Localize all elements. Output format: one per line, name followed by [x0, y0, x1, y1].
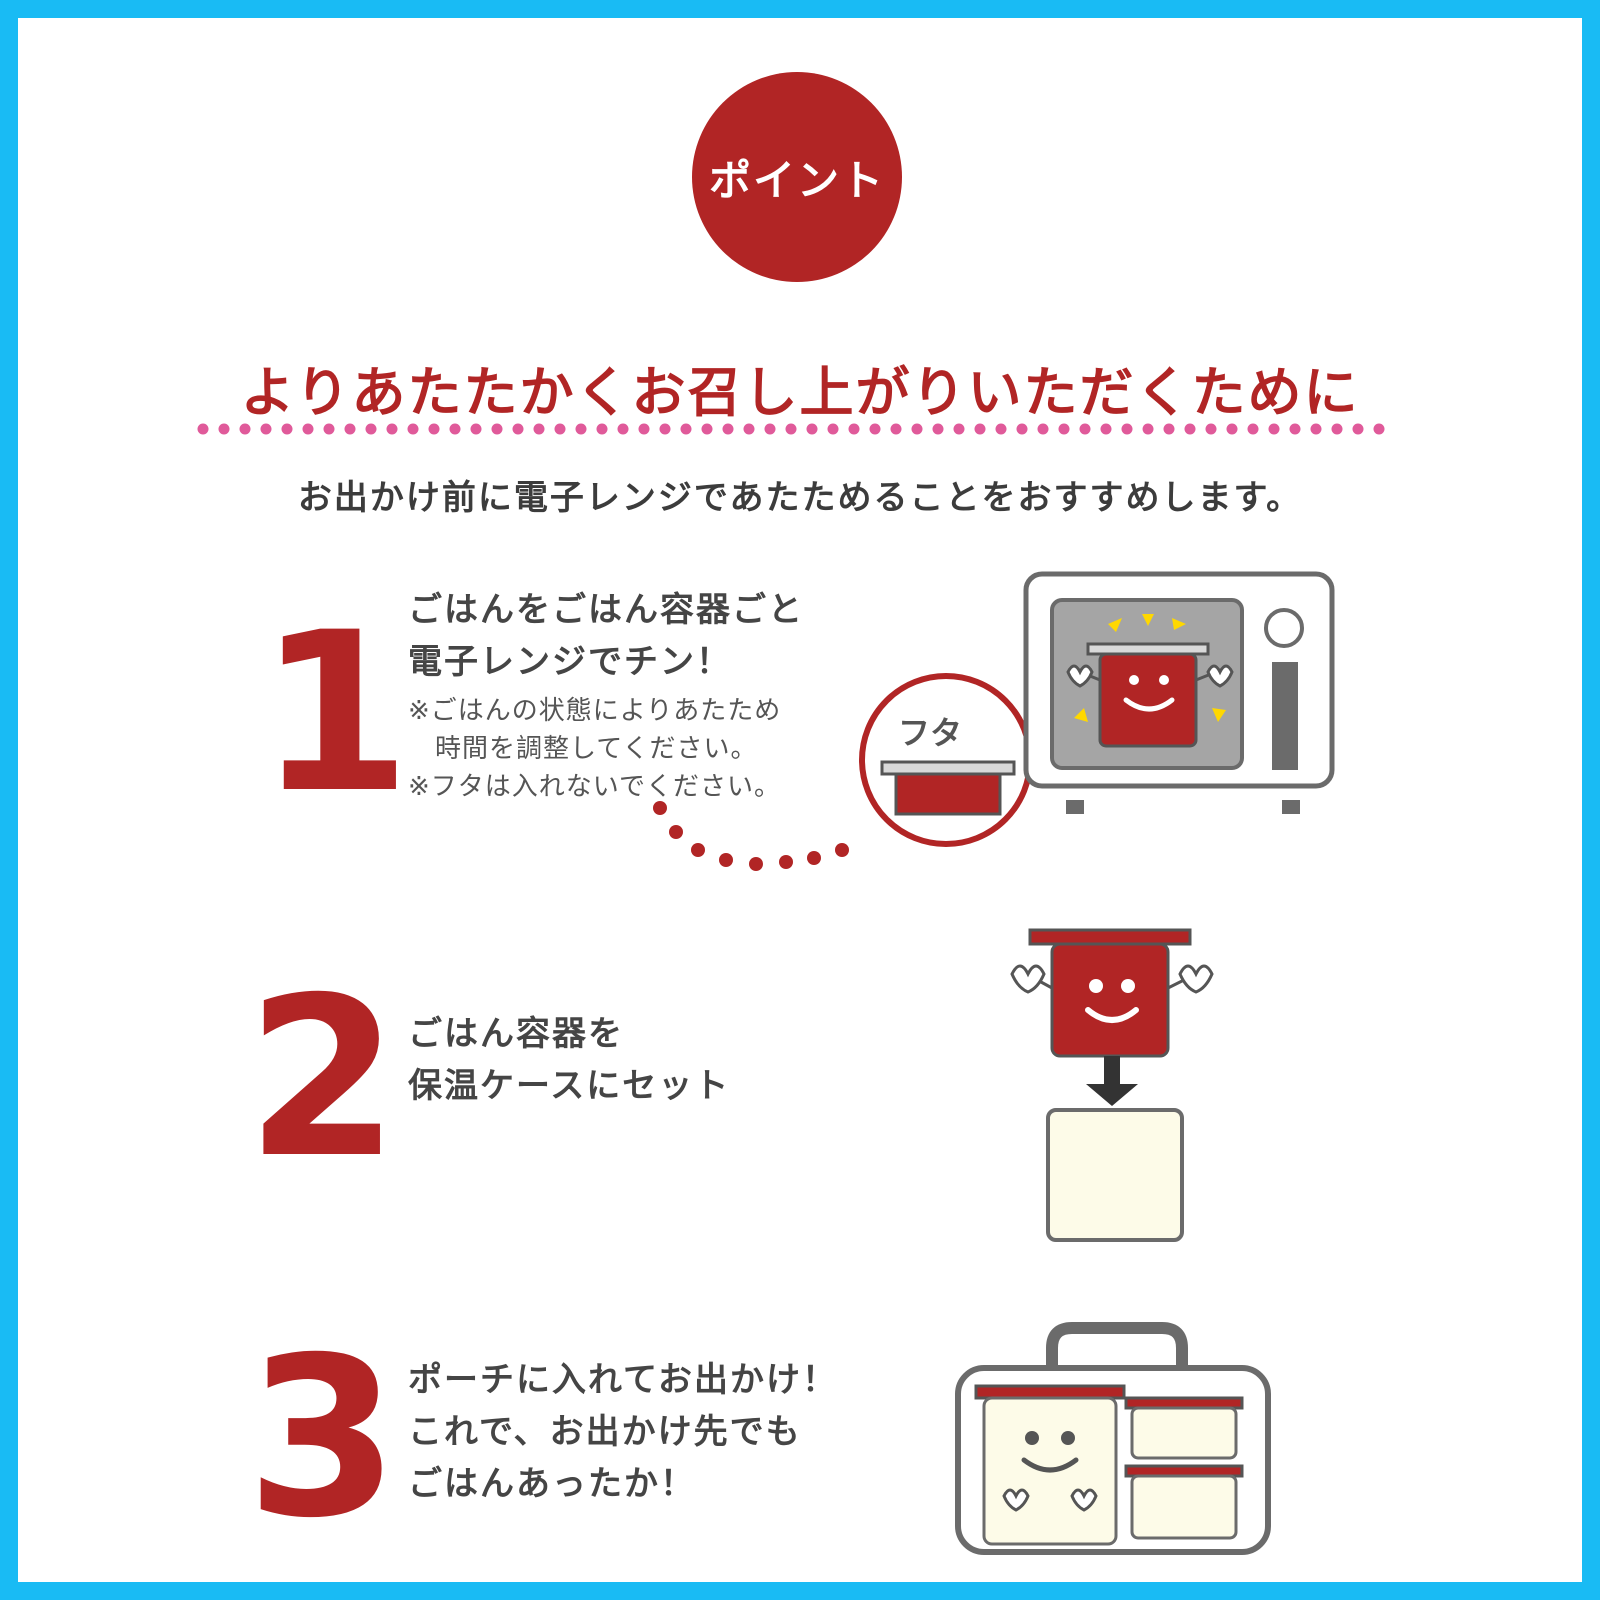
divider-dot	[1289, 423, 1301, 435]
divider-dot	[365, 423, 377, 435]
divider-dot	[218, 423, 230, 435]
point-badge: ポイント	[692, 72, 902, 282]
microwave-illustration	[1023, 571, 1335, 814]
page-frame: ポイント よりあたたかくお召し上がりいただくために お出かけ前に電子レンジであた…	[18, 18, 1582, 1582]
pouch-illustration	[955, 1322, 1271, 1555]
step-1-note: ※フタは入れないでください。	[408, 772, 782, 802]
divider-dot	[785, 423, 797, 435]
divider-dot	[617, 423, 629, 435]
divider-dot	[1079, 423, 1091, 435]
divider-dot	[1184, 423, 1196, 435]
divider-dot	[344, 423, 356, 435]
divider-dot	[722, 423, 734, 435]
container-into-case-illustration	[1010, 928, 1214, 1242]
divider-dot	[281, 423, 293, 435]
lid-label: フタ	[898, 714, 963, 752]
divider-dot	[1037, 423, 1049, 435]
divider-dot	[890, 423, 902, 435]
divider-dot	[1331, 423, 1343, 435]
divider-dot	[491, 423, 503, 435]
divider-dot	[428, 423, 440, 435]
dotted-connector	[653, 801, 849, 871]
divider-dot	[869, 423, 881, 435]
divider-dot	[932, 423, 944, 435]
divider-dot	[680, 423, 692, 435]
divider-dot	[470, 423, 482, 435]
step-3-text: ポーチに入れてお出かけ！ これで、お出かけ先でも ごはんあったか！	[408, 1354, 838, 1510]
divider-dot	[449, 423, 461, 435]
divider-dot	[197, 423, 209, 435]
step-3-line: これで、お出かけ先でも	[408, 1412, 802, 1452]
divider-dot	[1310, 423, 1322, 435]
step-2-line: ごはん容器を	[408, 1014, 624, 1054]
step-2-number: 2	[246, 950, 400, 1206]
step-3-line: ポーチに入れてお出かけ！	[408, 1360, 838, 1400]
step-1-line: 電子レンジでチン！	[408, 642, 732, 682]
divider-dot	[1268, 423, 1280, 435]
step-1-notes: ※ごはんの状態によりあたため 時間を調整してください。 ※フタは入れないでくださ…	[408, 692, 781, 806]
divider-dot	[1058, 423, 1070, 435]
divider-dot	[848, 423, 860, 435]
divider-dot	[1205, 423, 1217, 435]
divider-dot	[953, 423, 965, 435]
step-1-line: ごはんをごはん容器ごと	[408, 590, 804, 630]
divider-dot	[1142, 423, 1154, 435]
step-1-note: ※ごはんの状態によりあたため	[408, 696, 782, 726]
divider-dot	[596, 423, 608, 435]
divider-dot	[659, 423, 671, 435]
divider-dot	[827, 423, 839, 435]
divider-dot	[1121, 423, 1133, 435]
divider-dot	[302, 423, 314, 435]
divider-dot	[911, 423, 923, 435]
divider-dot	[1163, 423, 1175, 435]
step-1-note: 時間を調整してください。	[408, 734, 758, 764]
divider-dot	[701, 423, 713, 435]
step-3-number: 3	[246, 1310, 400, 1566]
divider-dot	[995, 423, 1007, 435]
divider-dot	[575, 423, 587, 435]
divider-dot	[554, 423, 566, 435]
divider-dot	[512, 423, 524, 435]
divider-dot	[239, 423, 251, 435]
step-2-text: ごはん容器を 保温ケースにセット	[408, 1008, 730, 1112]
lid-callout	[859, 673, 1033, 847]
divider-dot	[533, 423, 545, 435]
point-badge-label: ポイント	[708, 155, 885, 205]
divider-dot	[764, 423, 776, 435]
divider-dot	[806, 423, 818, 435]
divider-dot	[974, 423, 986, 435]
divider-dot	[386, 423, 398, 435]
divider-dot	[1352, 423, 1364, 435]
divider-dot	[407, 423, 419, 435]
step-1-text: ごはんをごはん容器ごと 電子レンジでチン！	[408, 584, 804, 688]
step-2-line: 保温ケースにセット	[408, 1066, 731, 1106]
divider-dot	[1226, 423, 1238, 435]
divider-dot	[743, 423, 755, 435]
divider-dot	[1247, 423, 1259, 435]
headline: よりあたたかくお召し上がりいただくために	[240, 361, 1360, 424]
divider-dot	[260, 423, 272, 435]
subheading: お出かけ前に電子レンジであたためることをおすすめします。	[297, 478, 1303, 518]
divider-dot	[1100, 423, 1112, 435]
divider-dot	[1373, 423, 1385, 435]
step-1-number: 1	[258, 585, 412, 841]
divider-dot	[1016, 423, 1028, 435]
divider-dot	[638, 423, 650, 435]
divider-dot	[323, 423, 335, 435]
step-3-line: ごはんあったか！	[408, 1464, 696, 1504]
dotted-divider	[197, 423, 1385, 435]
